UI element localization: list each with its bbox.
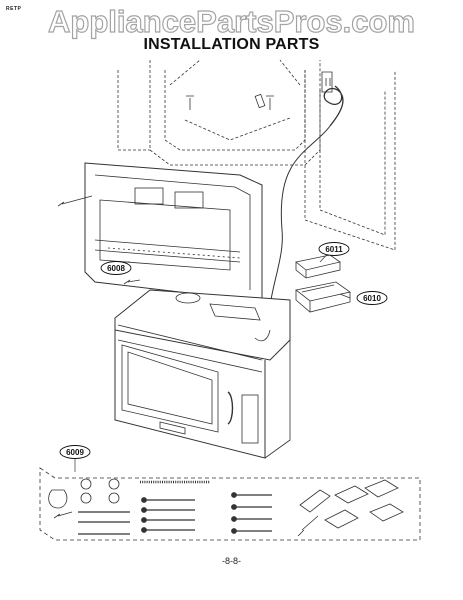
- callout-6011: 6011: [318, 242, 350, 256]
- hardware-kit-box: [39, 467, 421, 541]
- callout-6009: 6009: [59, 445, 91, 459]
- cabinet-screws: [186, 93, 274, 110]
- callout-6009-label: 6009: [66, 448, 84, 457]
- mounting-plate: [57, 162, 263, 301]
- power-cord: [267, 71, 344, 331]
- watermark-logo: AppliancePartsPros.com: [47, 3, 415, 39]
- left-wall-edge: [117, 70, 150, 151]
- page-number: -8-8-: [221, 556, 241, 566]
- callout-6010: 6010: [356, 291, 388, 305]
- upper-cabinet: [149, 59, 321, 166]
- callout-6008-label: 6008: [107, 264, 125, 273]
- diagram-title: INSTALLATION PARTS: [143, 36, 320, 53]
- callout-6010-label: 6010: [363, 294, 381, 303]
- callout-6011-label: 6011: [325, 245, 343, 254]
- right-cabinet: [304, 70, 396, 251]
- model-code: RETP: [6, 6, 22, 12]
- microwave-oven: [114, 289, 291, 459]
- part-6010: [295, 281, 351, 313]
- part-6011: [295, 254, 341, 279]
- callout-6008: 6008: [100, 261, 132, 275]
- hardware-items: [48, 478, 404, 537]
